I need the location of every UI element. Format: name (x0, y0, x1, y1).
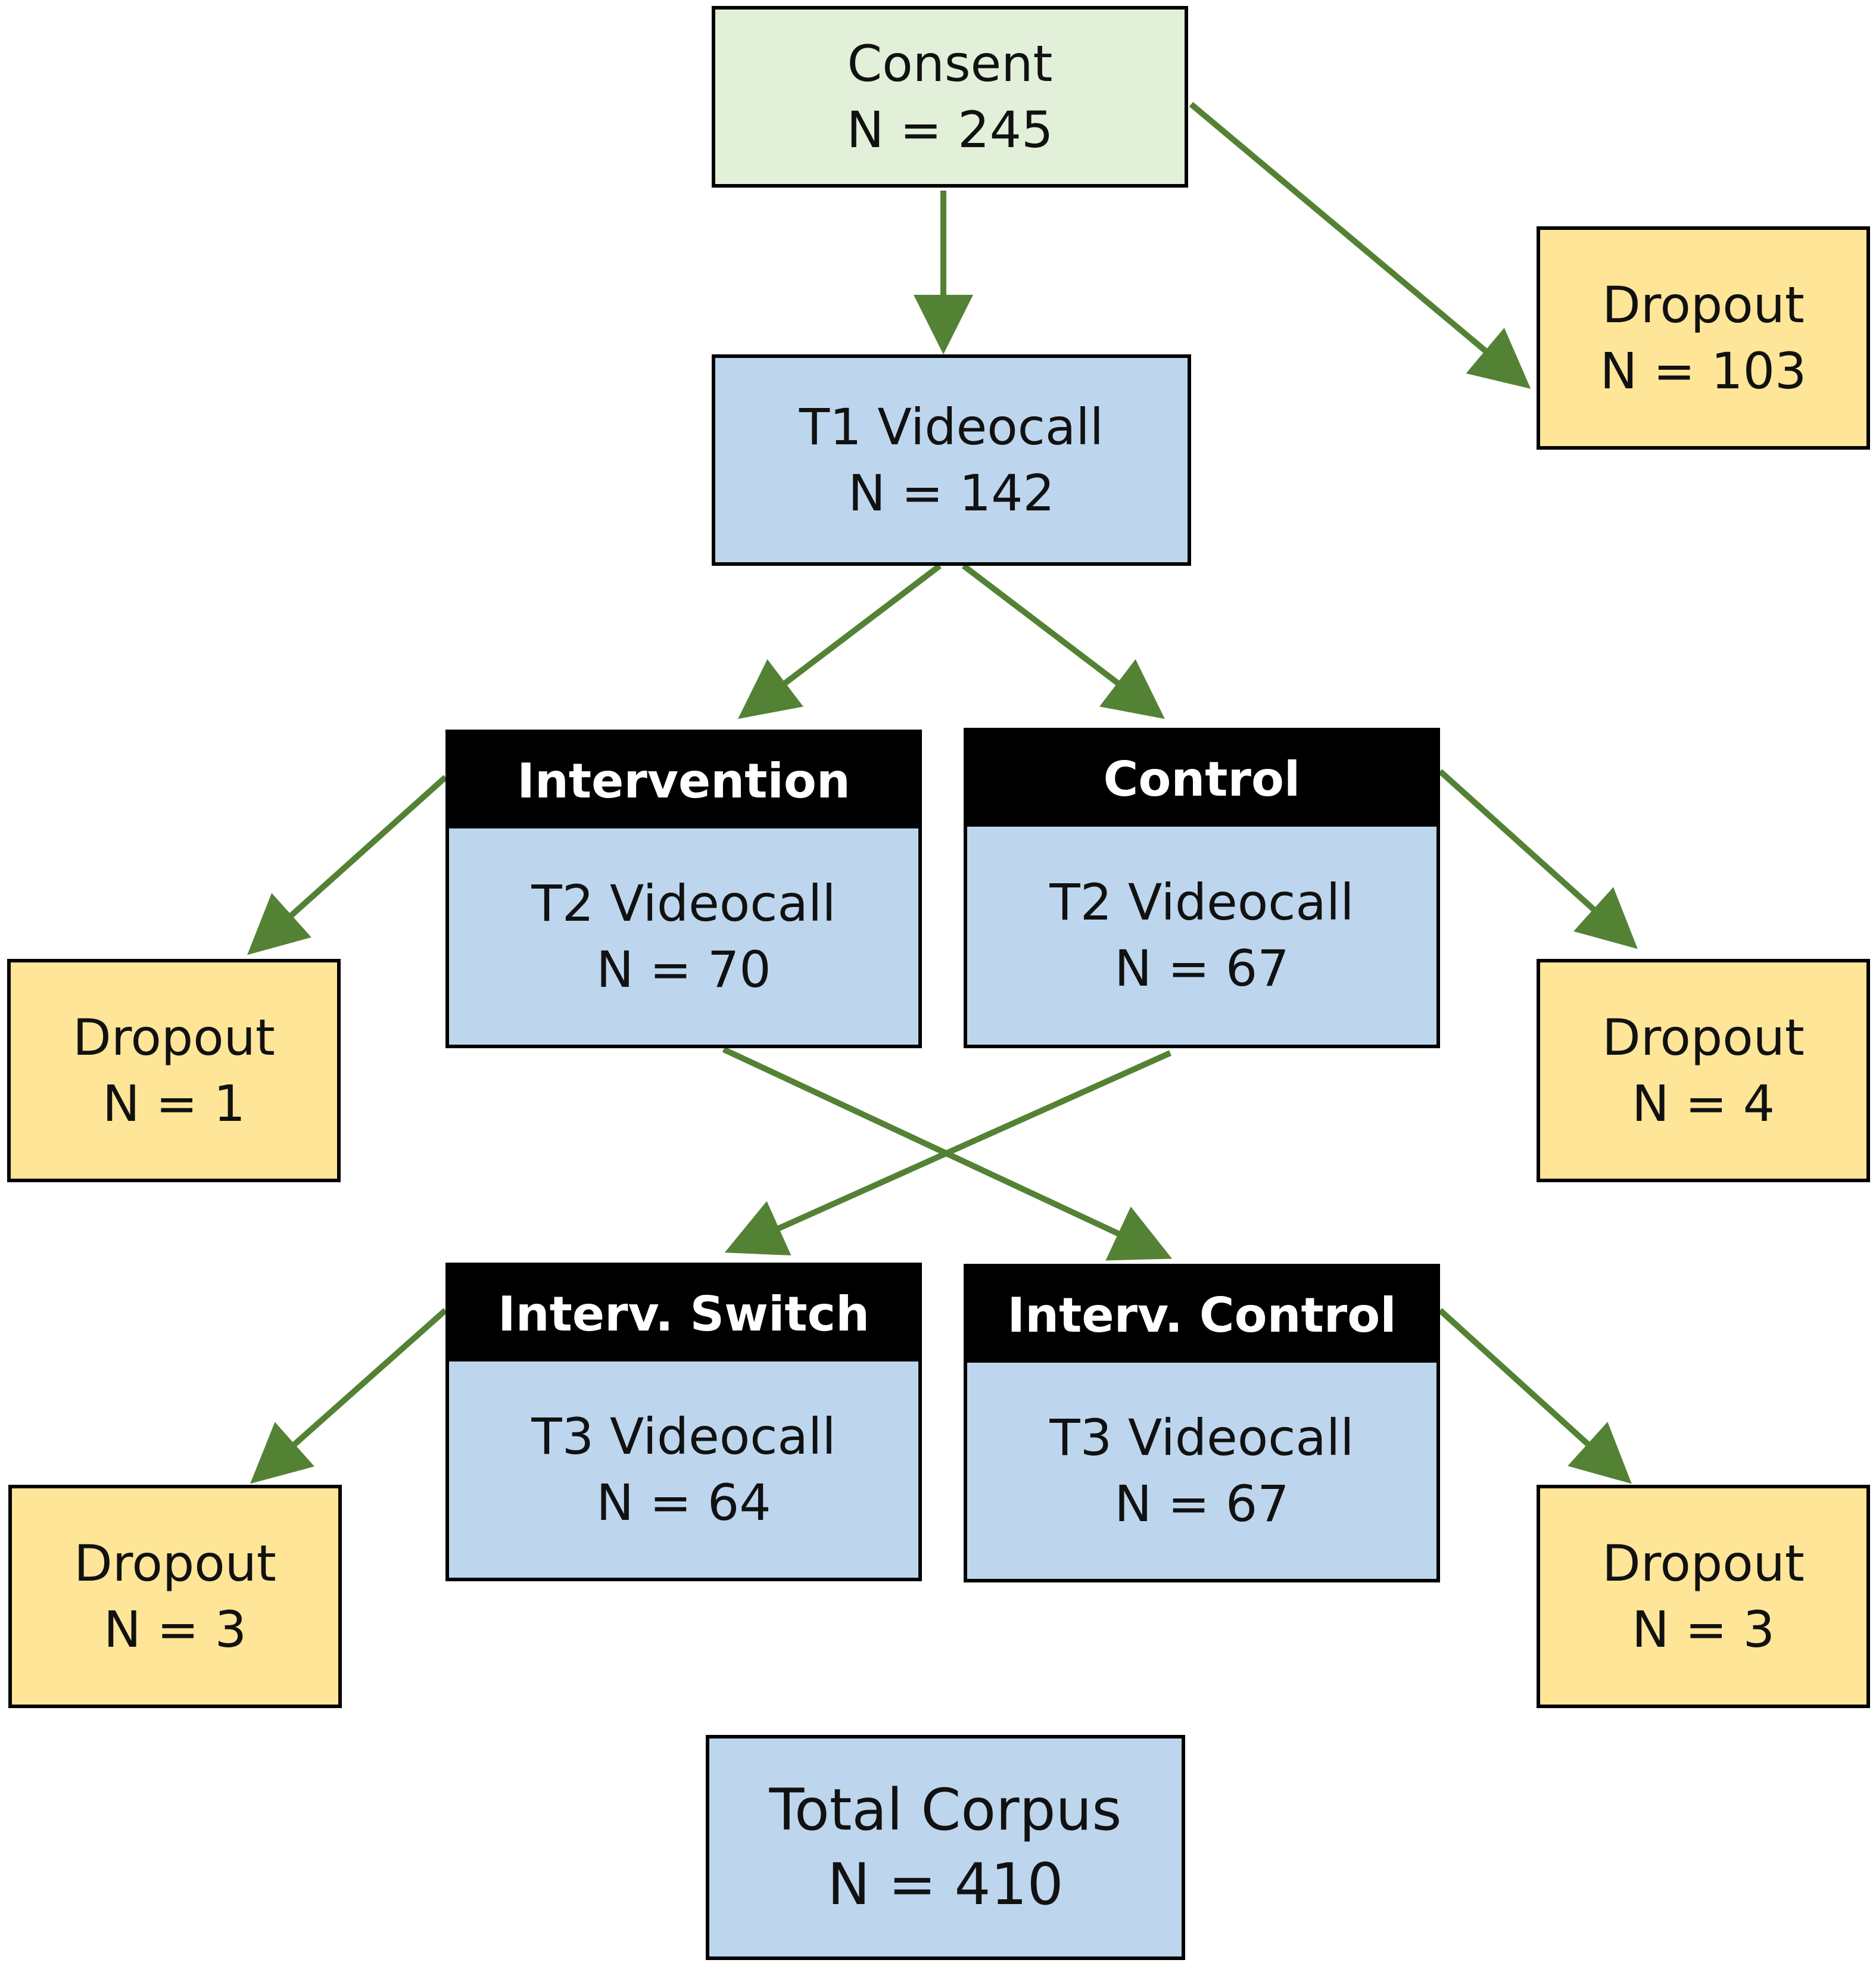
dropout-interv-control-box: Dropout N = 3 (1537, 1485, 1870, 1708)
t1-count: N = 142 (848, 463, 1055, 522)
interv-control-body: T3 Videocall N = 67 (967, 1363, 1436, 1579)
consent-title: Consent (847, 34, 1053, 93)
intervention-title: T2 Videocall (531, 874, 836, 933)
dropout-control-count: N = 4 (1631, 1074, 1775, 1133)
arrow-control-to-dropout (1438, 769, 1638, 949)
consent-count: N = 245 (846, 100, 1054, 159)
control-header: Control (967, 731, 1436, 827)
intervention-body: T2 Videocall N = 70 (449, 828, 918, 1045)
interv-control-header: Interv. Control (967, 1267, 1436, 1363)
control-group: Control T2 Videocall N = 67 (964, 728, 1440, 1048)
consent-box: Consent N = 245 (712, 6, 1188, 188)
control-count: N = 67 (1114, 939, 1289, 998)
dropout-consent-title: Dropout (1602, 275, 1805, 334)
arrow-switch-to-dropout (250, 1308, 448, 1484)
interv-control-count: N = 67 (1114, 1474, 1289, 1533)
interv-control-title: T3 Videocall (1049, 1408, 1354, 1467)
arrow-t1-to-intervention (738, 563, 942, 719)
dropout-intervention-box: Dropout N = 1 (7, 959, 341, 1182)
interv-switch-title: T3 Videocall (531, 1407, 836, 1466)
arrow-control-to-interv-switch (724, 1050, 1172, 1255)
dropout-consent-count: N = 103 (1600, 341, 1807, 400)
dropout-intervention-title: Dropout (73, 1008, 275, 1067)
interv-switch-group: Interv. Switch T3 Videocall N = 64 (445, 1263, 922, 1581)
dropout-intervention-count: N = 1 (102, 1074, 246, 1133)
interv-switch-body: T3 Videocall N = 64 (449, 1361, 918, 1578)
t1-videocall-box: T1 Videocall N = 142 (712, 354, 1191, 566)
total-corpus-box: Total Corpus N = 410 (706, 1735, 1185, 1960)
dropout-interv-control-count: N = 3 (1631, 1600, 1775, 1659)
t1-title: T1 Videocall (799, 397, 1104, 456)
intervention-header: Intervention (449, 733, 918, 828)
intervention-group: Intervention T2 Videocall N = 70 (445, 730, 922, 1048)
dropout-consent-box: Dropout N = 103 (1537, 226, 1870, 450)
dropout-switch-count: N = 3 (103, 1600, 247, 1659)
total-title: Total Corpus (769, 1777, 1122, 1844)
arrow-interv-control-to-dropout (1438, 1308, 1632, 1484)
arrow-intervention-to-dropout (247, 775, 448, 955)
intervention-count: N = 70 (596, 940, 771, 999)
interv-switch-header: Interv. Switch (449, 1266, 918, 1361)
arrow-consent-to-dropout (1189, 102, 1531, 389)
interv-control-group: Interv. Control T3 Videocall N = 67 (964, 1264, 1440, 1582)
dropout-control-title: Dropout (1602, 1008, 1805, 1067)
total-count: N = 410 (827, 1851, 1064, 1918)
dropout-switch-title: Dropout (74, 1534, 276, 1593)
arrow-intervention-to-interv-control (722, 1046, 1173, 1261)
dropout-control-box: Dropout N = 4 (1537, 959, 1870, 1182)
dropout-interv-control-title: Dropout (1602, 1534, 1805, 1593)
interv-switch-count: N = 64 (596, 1473, 771, 1532)
arrow-t1-to-control (961, 563, 1165, 719)
control-body: T2 Videocall N = 67 (967, 827, 1436, 1045)
dropout-switch-box: Dropout N = 3 (8, 1485, 342, 1708)
control-title: T2 Videocall (1049, 873, 1354, 932)
